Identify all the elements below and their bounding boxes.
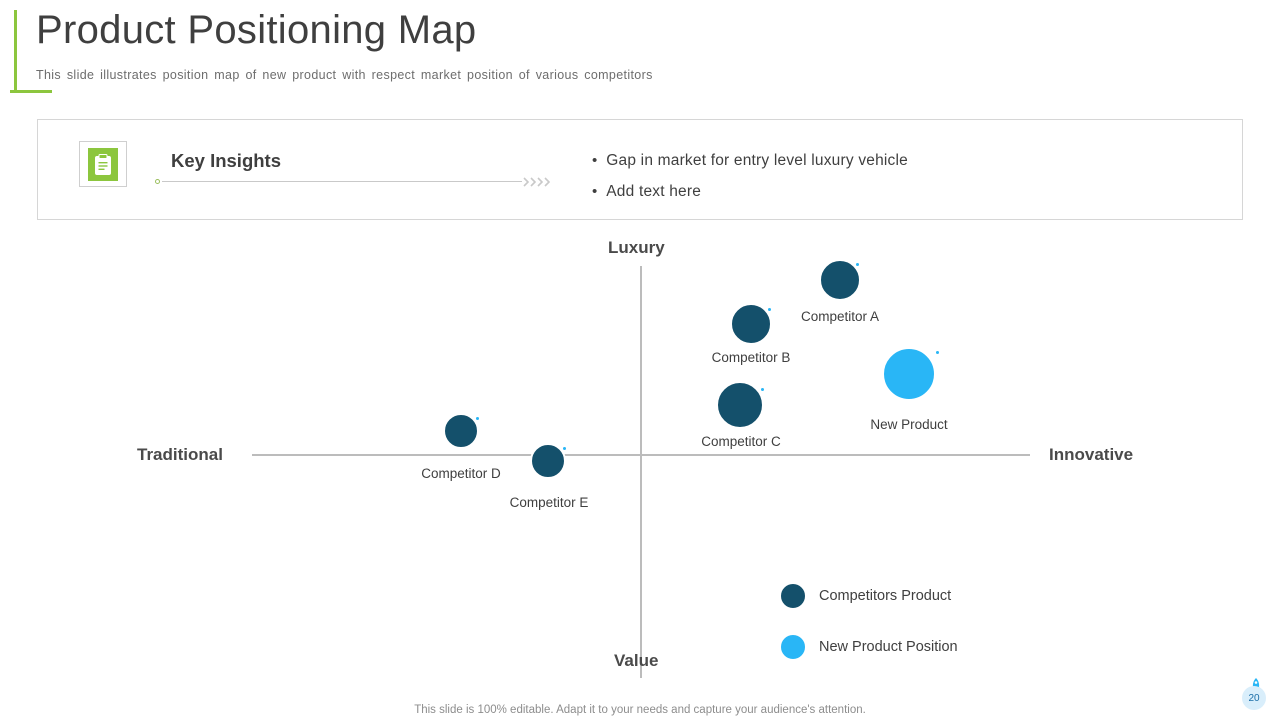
bullet-text: Gap in market for entry level luxury veh… [606,152,908,169]
title-accent-vertical [14,10,17,92]
legend-swatch-competitors [779,582,807,610]
arrow-start-dot [155,179,160,184]
data-point-spark-icon [761,388,764,391]
data-point-spark-icon [936,351,939,354]
data-point-spark-icon [856,263,859,266]
legend-swatch-new-product [779,633,807,661]
key-insights-panel [37,119,1243,220]
legend-item-competitors: Competitors Product [779,582,951,610]
list-item: • Gap in market for entry level luxury v… [592,150,1152,172]
title-accent-horizontal [10,90,52,93]
data-point-competitor-a[interactable] [819,259,861,301]
data-point-label-competitor-c: Competitor C [701,434,781,449]
list-item: • Add text here [592,181,1152,203]
data-point-label-competitor-a: Competitor A [800,309,880,324]
data-point-competitor-d[interactable] [443,413,479,449]
footer-note: This slide is 100% editable. Adapt it to… [414,704,866,716]
data-point-label-competitor-b: Competitor B [711,350,791,365]
horizontal-axis [252,454,1030,456]
key-insights-bullets: • Gap in market for entry level luxury v… [592,150,1152,212]
page-number-badge: 20 [1238,678,1272,712]
data-point-label-new-product: New Product [870,417,948,432]
bullet-text: Add text here [606,183,702,200]
key-insights-label: Key Insights [171,150,281,171]
positioning-matrix: Luxury Value Traditional Innovative Comp… [0,230,1280,680]
bullet-dot-icon: • [592,152,598,169]
legend-item-new-product: New Product Position [779,633,958,661]
page-subtitle: This slide illustrates position map of n… [36,68,653,82]
data-point-label-competitor-e: Competitor E [509,495,589,510]
page-number: 20 [1242,686,1266,710]
clipboard-icon [88,148,118,181]
data-point-competitor-e[interactable] [530,443,566,479]
data-point-label-competitor-d: Competitor D [421,466,501,481]
data-point-spark-icon [476,417,479,420]
axis-label-left: Traditional [137,445,223,464]
legend-label-competitors: Competitors Product [819,588,952,604]
page-title: Product Positioning Map [36,8,477,52]
axis-label-right: Innovative [1049,445,1134,464]
chevron-right-icon [523,177,530,187]
chevron-right-icon [530,177,537,187]
arrow-line-stroke [162,181,522,182]
data-point-spark-icon [563,447,566,450]
axis-label-bottom: Value [614,651,659,670]
bullet-dot-icon: • [592,183,598,200]
decorative-arrow-line [155,177,551,187]
data-point-spark-icon [768,308,771,311]
data-point-new-product[interactable] [881,346,937,402]
axis-label-top: Luxury [608,238,665,257]
chevron-right-icon [537,177,544,187]
vertical-axis [640,266,642,678]
chevron-right-icon [544,177,551,187]
data-point-competitor-b[interactable] [730,303,772,345]
clipboard-icon-frame [79,141,127,187]
data-point-competitor-c[interactable] [716,381,764,429]
legend-label-new-product: New Product Position [819,639,958,655]
